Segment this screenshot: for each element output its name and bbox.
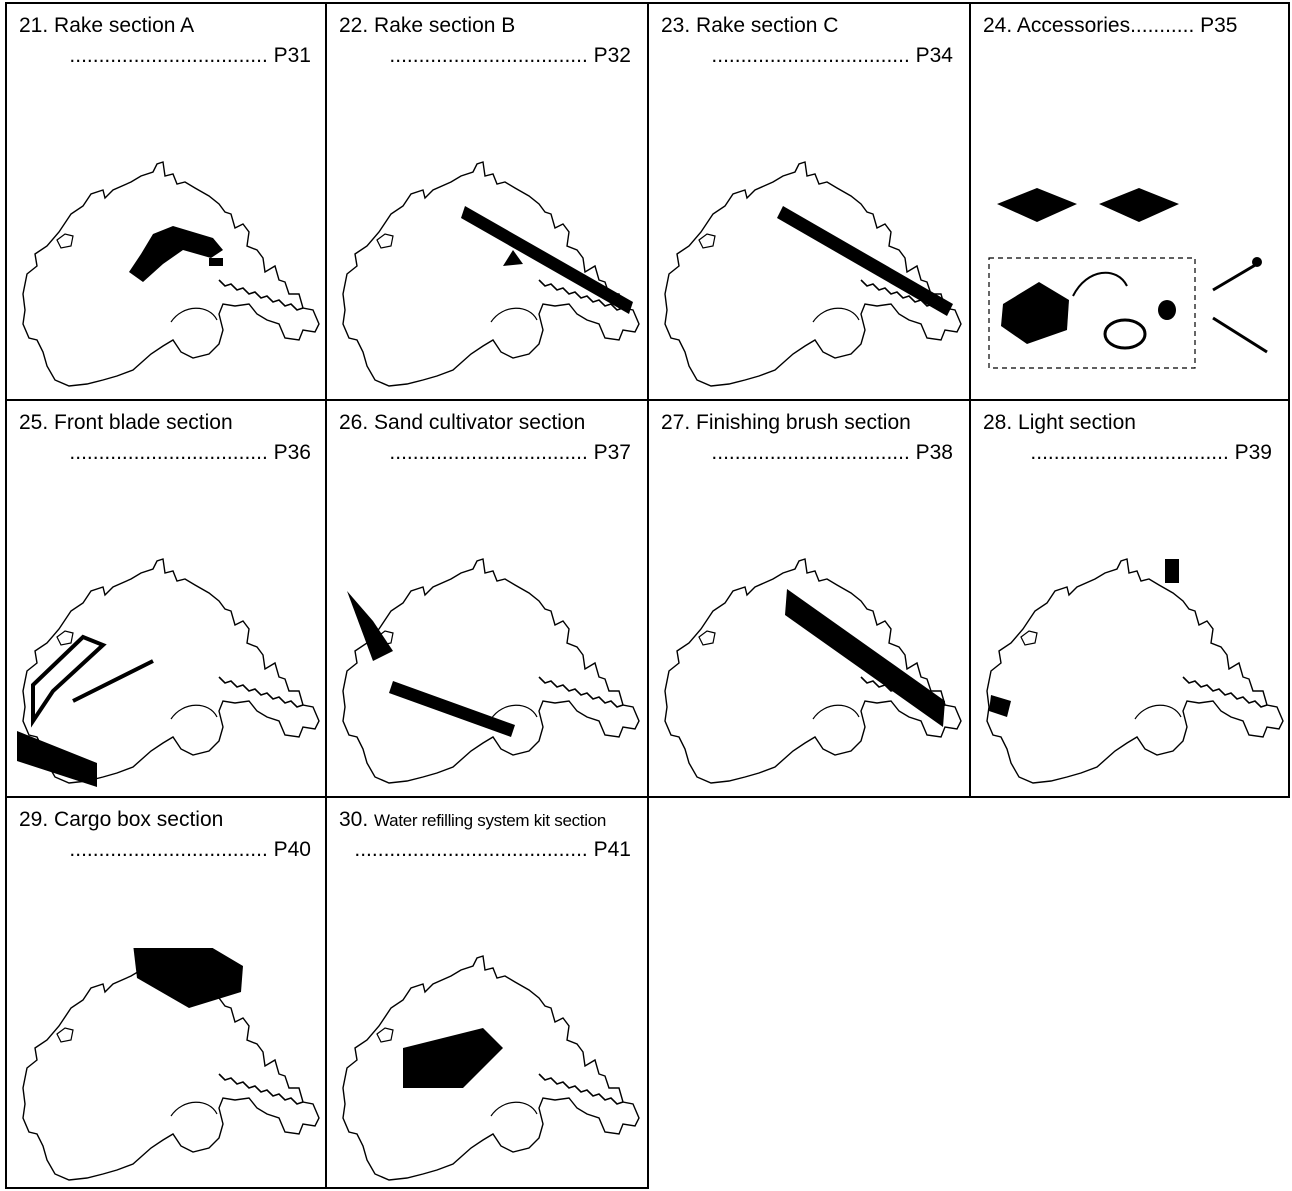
rake-b-illustration [333, 154, 643, 394]
finishing-brush-illustration [655, 551, 965, 791]
front-blade-illustration [13, 551, 323, 791]
page-ref[interactable]: .................................. P36 [69, 441, 311, 465]
toc-cell-front-blade-section[interactable]: 25. Front blade section ................… [5, 399, 329, 798]
toc-cell-rake-section-a[interactable]: 21. Rake section A .....................… [5, 2, 329, 401]
page-ref[interactable]: .................................. P38 [711, 441, 953, 465]
toc-cell-water-refilling-section[interactable]: 30. Water refilling system kit section .… [325, 796, 649, 1189]
cell-title: 29. Cargo box section [19, 808, 223, 832]
rake-c-illustration [655, 154, 965, 394]
page-ref[interactable]: .................................. P39 [1030, 441, 1272, 465]
cell-title: 25. Front blade section [19, 411, 233, 435]
cell-title: 24. Accessories........... P35 [983, 14, 1238, 38]
rake-a-illustration [13, 154, 323, 394]
cell-title: 22. Rake section B [339, 14, 515, 38]
water-refilling-illustration [333, 948, 643, 1188]
toc-cell-sand-cultivator-section[interactable]: 26. Sand cultivator section ............… [325, 399, 649, 798]
page-ref[interactable]: .................................. P32 [389, 44, 631, 68]
toc-cell-rake-section-b[interactable]: 22. Rake section B .....................… [325, 2, 649, 401]
page-ref[interactable]: .................................. P31 [69, 44, 311, 68]
page-ref[interactable]: ........................................… [354, 838, 631, 862]
toc-cell-cargo-box-section[interactable]: 29. Cargo box section ..................… [5, 796, 329, 1189]
page-ref[interactable]: .................................. P40 [69, 838, 311, 862]
toc-cell-finishing-brush-section[interactable]: 27. Finishing brush section ............… [647, 399, 971, 798]
sand-cultivator-illustration [333, 551, 643, 791]
cell-title: 23. Rake section C [661, 14, 838, 38]
cell-title: 30. Water refilling system kit section [339, 808, 606, 833]
cell-title: 27. Finishing brush section [661, 411, 911, 435]
page-ref[interactable]: .................................. P34 [711, 44, 953, 68]
cell-title: 21. Rake section A [19, 14, 194, 38]
toc-cell-rake-section-c[interactable]: 23. Rake section C .....................… [647, 2, 971, 401]
page-ref[interactable]: .................................. P37 [389, 441, 631, 465]
light-section-illustration [977, 551, 1287, 791]
cargo-box-illustration [13, 948, 323, 1188]
cell-title: 26. Sand cultivator section [339, 411, 585, 435]
toc-cell-accessories[interactable]: 24. Accessories........... P35 [969, 2, 1290, 401]
cell-title: 28. Light section [983, 411, 1136, 435]
accessories-illustration [977, 154, 1287, 394]
toc-cell-light-section[interactable]: 28. Light section ......................… [969, 399, 1290, 798]
